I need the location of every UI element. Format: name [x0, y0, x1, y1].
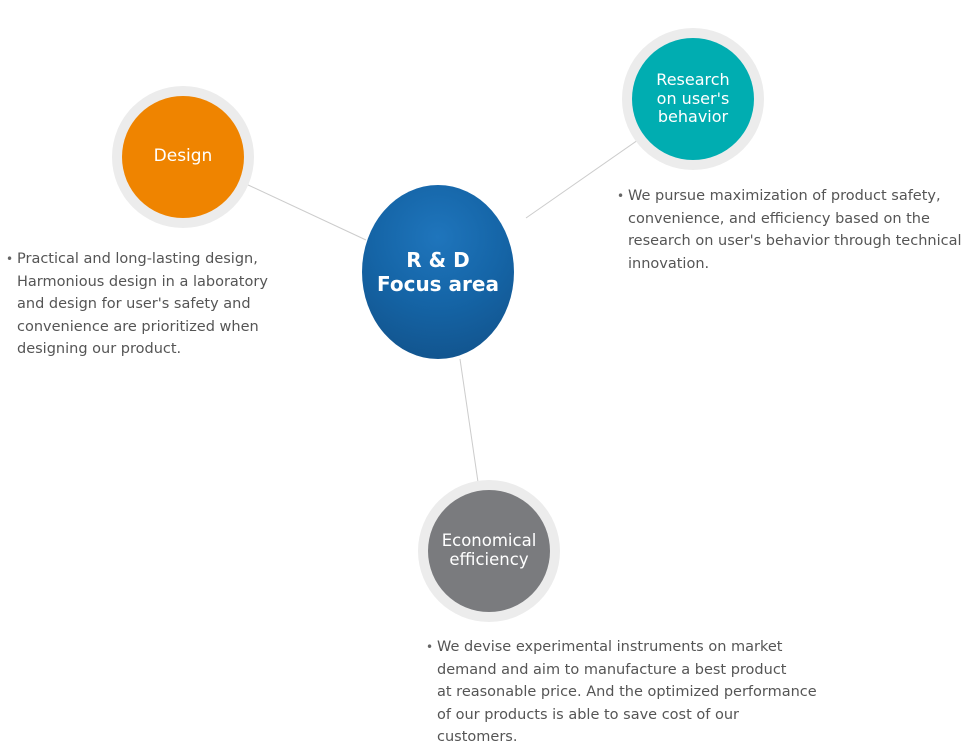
design-node: Design [122, 96, 244, 218]
bullet-icon: • [426, 640, 434, 654]
research-node: Research on user's behavior [632, 38, 754, 160]
bullet-icon: • [617, 189, 625, 203]
connector-design [245, 183, 367, 241]
economical-node-label: Economical efficiency [441, 531, 537, 569]
center-node-label: R & D Focus area [377, 248, 499, 296]
design-description: • Practical and long-lasting design, Har… [6, 248, 278, 361]
bullet-icon: • [6, 252, 14, 266]
center-node: R & D Focus area [362, 185, 514, 359]
design-description-text: Practical and long-lasting design, Harmo… [17, 251, 268, 357]
economical-description: • We devise experimental instruments on … [426, 636, 821, 749]
research-description-text: We pursue maximization of product safety… [628, 188, 962, 272]
economical-description-text: We devise experimental instruments on ma… [437, 639, 817, 745]
economical-node: Economical efficiency [428, 490, 550, 612]
connector-economical [459, 358, 479, 483]
connector-research [525, 139, 639, 219]
research-description: • We pursue maximization of product safe… [617, 185, 967, 275]
research-node-label: Research on user's behavior [656, 70, 730, 127]
design-node-label: Design [153, 146, 213, 167]
